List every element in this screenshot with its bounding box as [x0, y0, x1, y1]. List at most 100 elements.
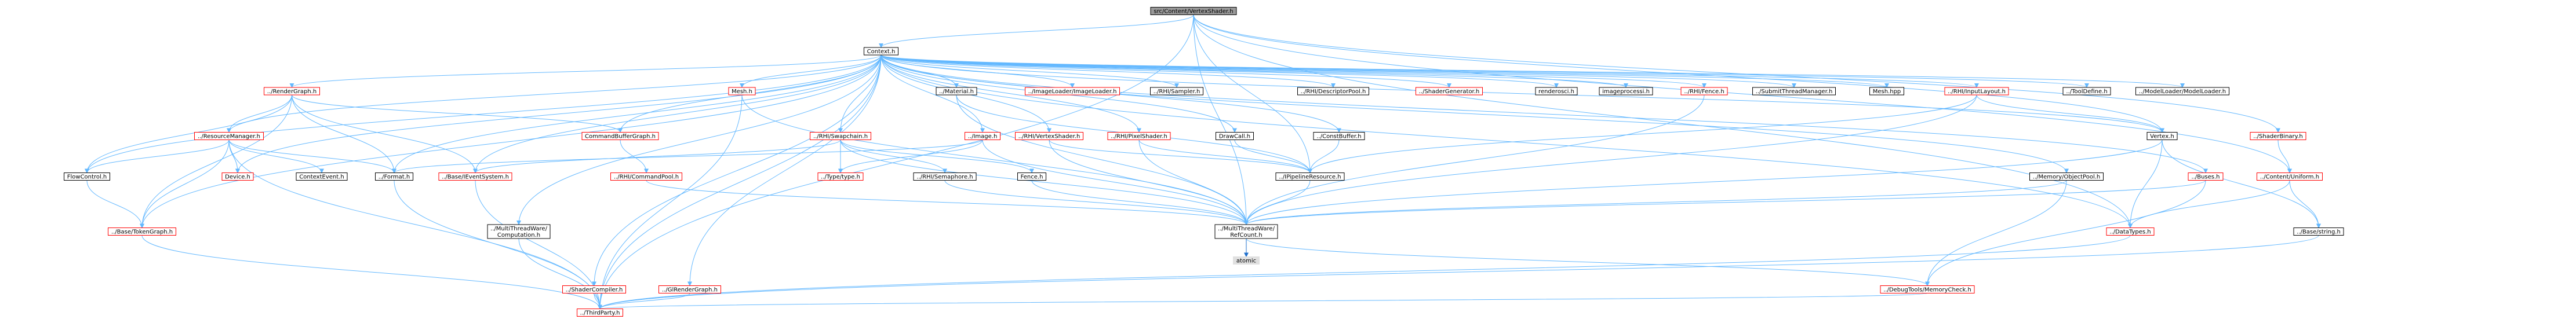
node-label: ../Base/string.h — [2297, 229, 2341, 236]
node-label: ../ThirdParty.h — [580, 310, 620, 317]
node-type-type-h[interactable]: ../Type/type.h — [817, 172, 864, 181]
node-imageprocessi-h[interactable]: imageprocessi.h — [1599, 87, 1653, 96]
node-label: ../Base/IEventSystem.h — [442, 174, 509, 181]
node-label: Computation.h — [497, 232, 540, 238]
node-src-content-vertexshader-h[interactable]: src/Content/VertexShader.h — [1150, 7, 1237, 15]
node-label: ../Type/type.h — [821, 174, 860, 181]
node-mesh-h[interactable]: Mesh.h — [728, 87, 756, 96]
edge-rendergraph-to-flowcontrol — [85, 94, 292, 174]
edge-rendergraph-to-commandbuffergraph — [292, 94, 623, 133]
node-modelloader-modelloader-h[interactable]: ../ModelLoader/ModelLoader.h — [2135, 87, 2229, 96]
node-rhi-descriptorpool-h[interactable]: ../RHI/DescriptorPool.h — [1297, 87, 1369, 96]
node-context-h[interactable]: Context.h — [864, 47, 898, 56]
node-rendergraph-h[interactable]: ../RenderGraph.h — [264, 87, 320, 96]
node-ipipelineresource-h[interactable]: ../IPipelineResource.h — [1275, 172, 1345, 181]
node-vertex-h[interactable]: Vertex.h — [2146, 132, 2178, 140]
node-box — [1017, 172, 1046, 181]
node-shaderbinary-h[interactable]: ../ShaderBinary.h — [2250, 132, 2306, 140]
node-commandbuffergraph-h[interactable]: CommandBufferGraph.h — [581, 132, 659, 140]
node-rhi-vertexshader-h[interactable]: ../RHI/VertexShader.h — [1015, 132, 1083, 140]
node-rhi-swapchain-h[interactable]: ../RHI/Swapchain.h — [810, 132, 871, 140]
edge-rendergraph-to-resourcemanager — [227, 94, 292, 133]
node-fence-h[interactable]: Fence.h — [1017, 172, 1046, 181]
node-label: ../ShaderGenerator.h — [1419, 89, 1480, 95]
node-format-h[interactable]: ../Format.h — [375, 172, 413, 181]
node-box — [64, 172, 110, 181]
node-box — [817, 172, 864, 181]
node-base-string-h[interactable]: ../Base/string.h — [2293, 227, 2344, 236]
edge-resourcemanager-to-flowcontrol — [85, 140, 230, 174]
node-box — [2106, 227, 2155, 236]
node-label: ../RenderGraph.h — [267, 89, 317, 95]
node-contextevent-h[interactable]: ContextEvent.h — [296, 172, 348, 181]
edge-resourcemanager-to-tokengraph — [140, 140, 230, 229]
node-box — [1275, 172, 1345, 181]
node-box — [1944, 87, 2009, 96]
node-label: RefCount.h — [1230, 232, 1262, 238]
node-box — [610, 172, 682, 181]
node-glrendergraph-h[interactable]: ../GlRenderGraph.h — [658, 285, 721, 293]
node-box — [2062, 87, 2111, 96]
node-label: ../Content/Uniform.h — [2260, 174, 2319, 181]
node-constbuffer-h[interactable]: ../ConstBuffer.h — [1313, 132, 1365, 140]
node-drawcall-h[interactable]: DrawCall.h — [1216, 132, 1254, 140]
node-buses-h[interactable]: ../Buses.h — [2188, 172, 2224, 181]
edge-mesh-to-multithreadrefcount — [741, 94, 1249, 225]
node-content-uniform-h[interactable]: ../Content/Uniform.h — [2257, 172, 2323, 181]
edge-buses-to-memorycheck — [1925, 180, 2206, 287]
node-image-h[interactable]: ../Image.h — [965, 132, 1000, 140]
node-submitthreadmanager-h[interactable]: ../SubmitThreadManager.h — [1752, 87, 1836, 96]
node-rhi-fence-h[interactable]: ../RHI/Fence.h — [1680, 87, 1728, 96]
node-label: ContextEvent.h — [299, 174, 344, 181]
edge-memoryobjectpool-to-multithreadrefcount — [1244, 180, 2067, 225]
edge-root-to-contentuniform — [1193, 14, 2292, 174]
node-multithreadware-refcount-h[interactable]: ../MultiThreadWare/RefCount.h — [1214, 224, 1278, 239]
node-shadergenerator-h[interactable]: ../ShaderGenerator.h — [1416, 87, 1483, 96]
node-rhi-sampler-h[interactable]: ../RHI/Sampler.h — [1150, 87, 1203, 96]
node-material-h[interactable]: ../Material.h — [936, 87, 977, 96]
node-mesh-hpp[interactable]: Mesh.hpp — [1869, 87, 1904, 96]
node-label: ../Memory/ObjectPool.h — [2033, 174, 2101, 181]
node-box — [438, 172, 512, 181]
node-rhi-semaphore-h[interactable]: ../RHI/Semaphore.h — [913, 172, 977, 181]
node-datatypes-h[interactable]: ../DataTypes.h — [2106, 227, 2155, 236]
edge-rhipixelshader-to-pipelineresource — [1138, 140, 1312, 174]
node-base-tokengraph-h[interactable]: ../Base/TokenGraph.h — [108, 227, 176, 236]
edge-root-to-context — [879, 14, 1194, 48]
edge-mesh-to-thirdparty — [598, 94, 743, 310]
edge-context-to-meshhpp — [881, 54, 1889, 88]
node-label: ../RHI/Semaphore.h — [916, 174, 973, 181]
edge-resourcemanager-to-device — [228, 140, 240, 174]
edge-rhisemaphore-to-multithreadrefcount — [944, 180, 1249, 225]
node-box — [1752, 87, 1836, 96]
node-rhi-inputlayout-h[interactable]: ../RHI/InputLayout.h — [1944, 87, 2009, 96]
node-box — [1214, 224, 1278, 239]
node-box — [108, 227, 176, 236]
edge-context-to-rhifence — [881, 54, 1707, 88]
node-box — [810, 132, 871, 140]
node-base-ieventsystem-h[interactable]: ../Base/IEventSystem.h — [438, 172, 512, 181]
node-tooldefine-h[interactable]: ../ToolDefine.h — [2062, 87, 2111, 96]
node-debugtools-memorycheck-h[interactable]: ../DebugTools/MemoryCheck.h — [1880, 285, 1975, 293]
node-label: ../ToolDefine.h — [2066, 89, 2107, 95]
node-multithreadware-computation-h[interactable]: ../MultiThreadWare/Computation.h — [487, 224, 551, 239]
node-shadercompiler-h[interactable]: ../ShaderCompiler.h — [562, 285, 626, 293]
node-label: ../RHI/Sampler.h — [1154, 89, 1200, 95]
node-resourcemanager-h[interactable]: ../ResourceManager.h — [194, 132, 264, 140]
node-label: atomic — [1236, 258, 1256, 265]
node-rhi-commandpool-h[interactable]: ../RHI/CommandPool.h — [610, 172, 682, 181]
node-rhi-pixelshader-h[interactable]: ../RHI/PixelShader.h — [1107, 132, 1171, 140]
node-label: Mesh.hpp — [1873, 89, 1901, 95]
node-box — [1680, 87, 1728, 96]
node-atomic[interactable]: atomic — [1233, 256, 1260, 265]
node-thirdparty-h[interactable]: ../ThirdParty.h — [577, 309, 623, 317]
node-imageloader-imageloader-h[interactable]: ../ImageLoader/ImageLoader.h — [1025, 87, 1120, 96]
node-memory-objectpool-h[interactable]: ../Memory/ObjectPool.h — [2029, 172, 2104, 181]
node-device-h[interactable]: Device.h — [221, 172, 254, 181]
edge-multithreadcomputation-to-thirdparty — [518, 238, 602, 310]
node-renderosci-h[interactable]: renderosci.h — [1535, 87, 1578, 96]
node-label: ../DebugTools/MemoryCheck.h — [1883, 287, 1971, 293]
edge-context-to-rhiinputlayout — [881, 54, 1979, 88]
node-flowcontrol-h[interactable]: FlowControl.h — [64, 172, 110, 181]
